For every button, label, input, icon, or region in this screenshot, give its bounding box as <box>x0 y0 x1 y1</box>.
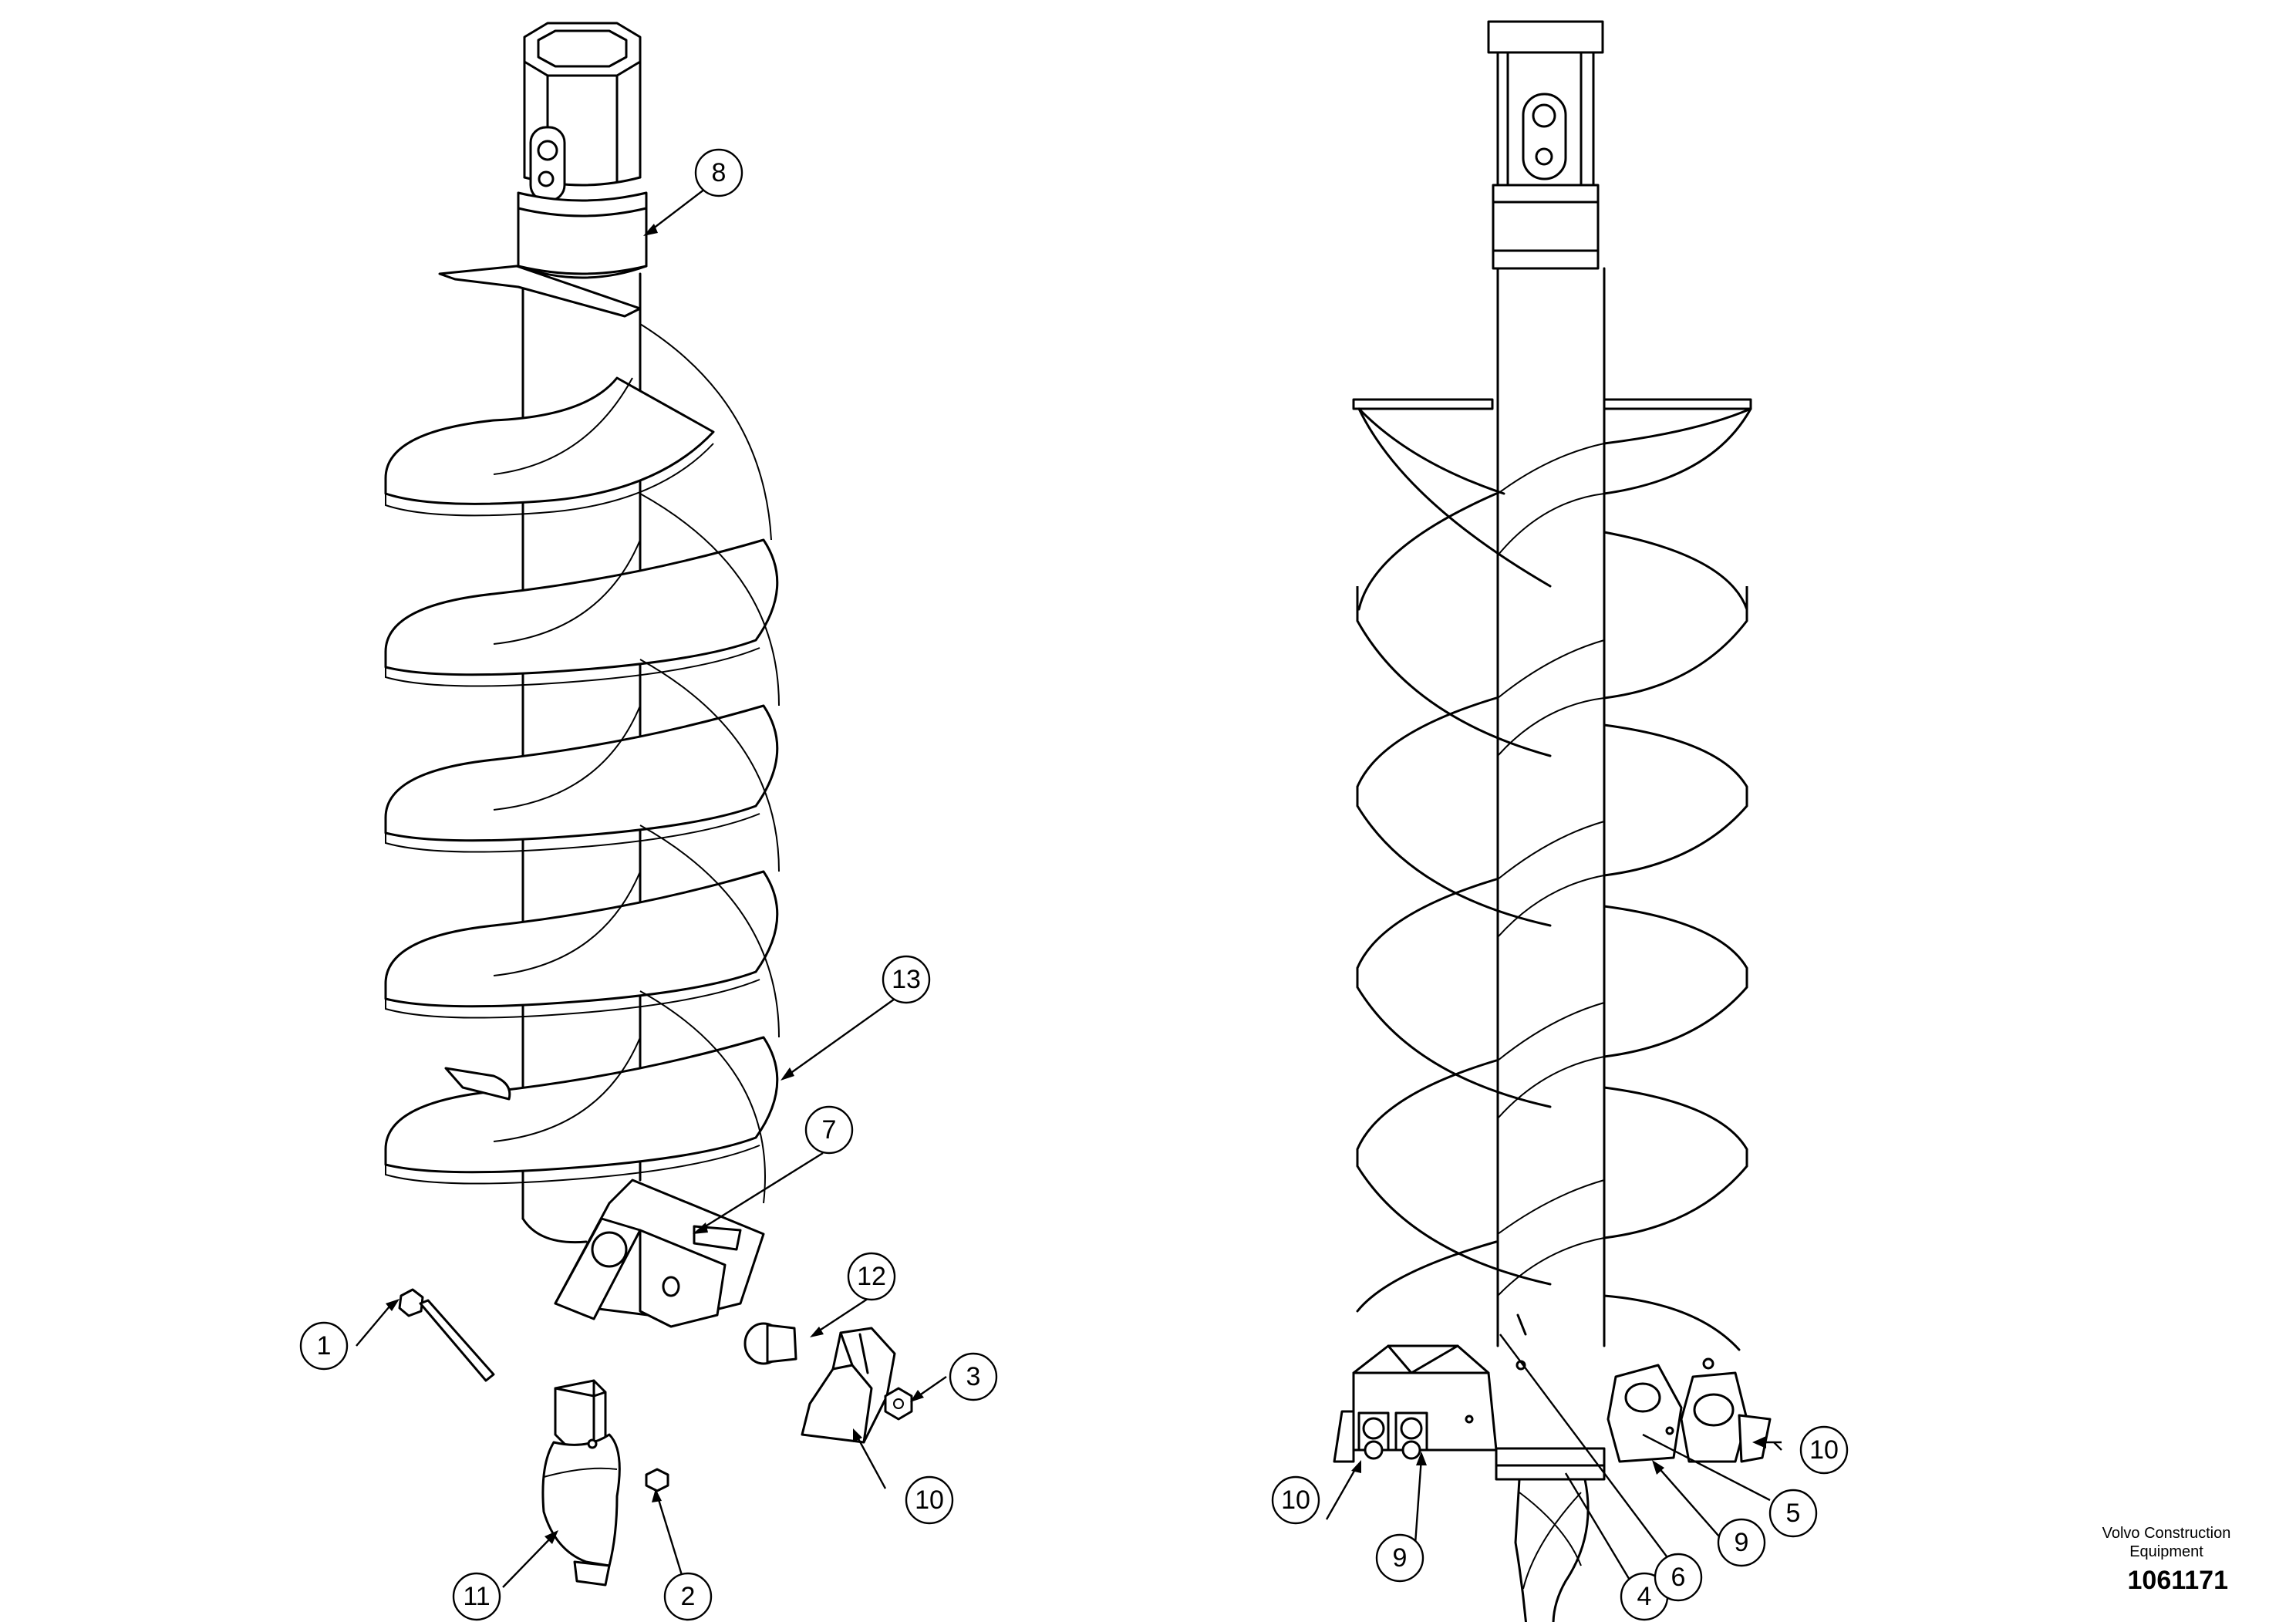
callout-12-label: 12 <box>857 1262 886 1291</box>
right-hex-collar <box>1487 20 1604 187</box>
auger-tooth-part <box>541 1379 621 1587</box>
callout-11-label: 11 <box>463 1582 490 1611</box>
callout-13: 13 <box>882 955 931 1004</box>
callout-10-right-label: 10 <box>1809 1435 1839 1465</box>
left-collar-ring <box>517 191 648 279</box>
right-shaft <box>1496 267 1606 1347</box>
left-spiral-flights <box>384 323 780 1204</box>
callout-10-right: 10 <box>1799 1425 1849 1475</box>
callout-7: 7 <box>804 1105 854 1155</box>
callout-2-label: 2 <box>681 1582 696 1611</box>
left-flight-tab <box>444 1067 511 1101</box>
left-top-flight <box>438 265 642 318</box>
drawing-number: 1061171 <box>2127 1566 2229 1595</box>
callout-11: 11 <box>452 1572 501 1621</box>
callout-leaders <box>356 186 1782 1605</box>
callout-10-center: 10 <box>905 1475 954 1525</box>
callout-5-label: 5 <box>1786 1499 1801 1528</box>
left-hex-collar <box>523 22 642 202</box>
left-tooth-holder <box>554 1179 765 1328</box>
callout-9-left-label: 9 <box>1393 1543 1408 1573</box>
callout-1: 1 <box>299 1321 349 1371</box>
callout-12: 12 <box>847 1252 896 1301</box>
callout-10-left: 10 <box>1271 1475 1320 1525</box>
left-auger-assembly <box>384 22 780 1328</box>
callout-7-label: 7 <box>822 1115 837 1145</box>
callout-9-right-label: 9 <box>1735 1528 1749 1557</box>
callout-3: 3 <box>949 1352 998 1401</box>
callout-13-label: 13 <box>892 965 921 994</box>
left-exploded-parts <box>398 1288 913 1587</box>
pin-part <box>743 1322 797 1365</box>
callout-6-label: 6 <box>1671 1563 1686 1592</box>
tooth-clip-part <box>801 1327 896 1444</box>
callout-1-label: 1 <box>317 1331 332 1361</box>
callout-5: 5 <box>1768 1489 1818 1538</box>
callout-10-left-label: 10 <box>1281 1485 1310 1515</box>
callout-8-label: 8 <box>712 158 727 187</box>
callout-9-left: 9 <box>1375 1533 1424 1583</box>
callout-3-label: 3 <box>966 1362 981 1391</box>
bolt-part <box>398 1288 495 1382</box>
callout-6: 6 <box>1654 1553 1703 1602</box>
callout-10-center-label: 10 <box>915 1485 944 1515</box>
credit-company-line2: Equipment <box>2129 1543 2203 1560</box>
right-auger-assembly <box>1333 20 1772 1622</box>
callout-9-right: 9 <box>1717 1518 1766 1567</box>
credit-company-line1: Volvo Construction <box>2102 1525 2231 1542</box>
callout-2: 2 <box>663 1572 713 1621</box>
right-cutting-head <box>1333 1313 1772 1622</box>
right-collar-ring <box>1492 184 1600 270</box>
callout-4-label: 4 <box>1637 1582 1652 1611</box>
right-spiral-flights <box>1352 398 1752 1351</box>
nut-part-3 <box>884 1387 913 1421</box>
callout-8: 8 <box>694 148 743 197</box>
nut-part-2 <box>645 1468 669 1492</box>
